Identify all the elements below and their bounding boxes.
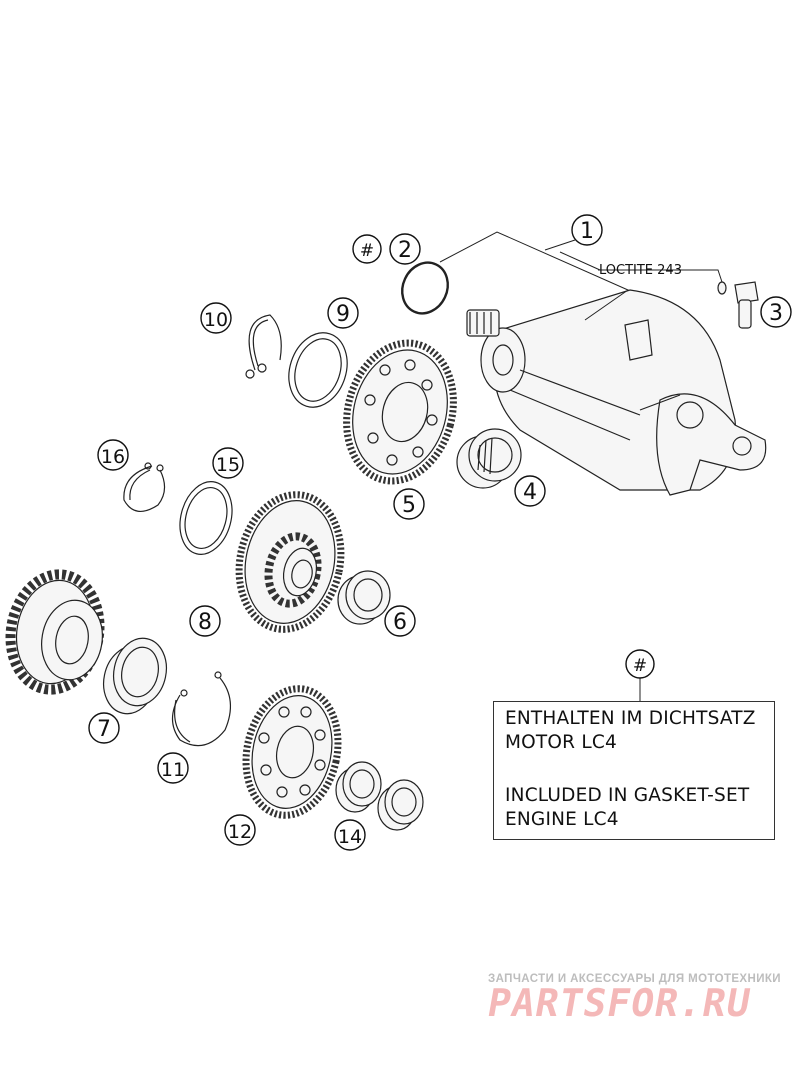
callout-hash-note: # [625,649,655,679]
svg-text:1: 1 [580,219,594,244]
callout-8: 8 [189,605,221,637]
callout-3: 3 [760,296,792,328]
circlip-10 [245,314,282,379]
callout-14: 14 [334,819,366,851]
circlip-11 [171,671,231,747]
callout-15: 15 [212,447,244,479]
callout-6: 6 [384,605,416,637]
callout-11: 11 [157,752,189,784]
svg-text:7: 7 [97,717,111,742]
callout-9: 9 [327,297,359,329]
needle-bearing-4 [456,428,522,489]
screw [717,281,759,329]
svg-text:16: 16 [101,446,125,468]
svg-text:4: 4 [523,480,537,505]
watermark-brand: PARTSFOR.RU [484,981,755,1025]
callout-10: 10 [200,302,232,334]
svg-text:3: 3 [769,301,783,326]
gear-12 [242,685,342,819]
callout-5: 5 [393,488,425,520]
note-line-4: ENGINE LC4 [505,809,619,830]
starter-motor [466,289,767,496]
needle-bearing-6 [337,570,391,625]
svg-text:5: 5 [402,493,416,518]
svg-text:15: 15 [216,454,240,476]
svg-text:6: 6 [393,610,407,635]
washer-9 [288,332,348,408]
callout-12: 12 [224,814,256,846]
circlip-16 [123,462,166,512]
svg-text:#: # [360,241,374,261]
watermark-caption: ЗАПЧАСТИ И АКСЕССУАРЫ ДЛЯ МОТОТЕХНИКИ [488,973,781,985]
svg-text:14: 14 [338,826,362,848]
callout-16: 16 [97,439,129,471]
washer-15 [179,481,233,555]
svg-text:9: 9 [336,302,350,327]
callout-7: 7 [88,712,120,744]
needle-bearings-14 [335,761,424,831]
gear-8 [235,491,345,633]
note-line-3: INCLUDED IN GASKET-SET [505,785,750,806]
gasket-set-note: ENTHALTEN IM DICHTSATZ MOTOR LC4 INCLUDE… [493,701,775,840]
bearing-ring-7 [103,637,167,715]
svg-text:10: 10 [204,309,228,331]
note-line-1: ENTHALTEN IM DICHTSATZ [505,708,756,729]
callout-2: 2 [389,233,421,265]
svg-text:8: 8 [198,610,212,635]
leader-lines-part-1 [439,231,723,321]
svg-text:2: 2 [398,238,412,263]
loctite-label: LOCTITE 243 [599,263,682,278]
callout-hash-top: # [352,234,382,264]
svg-text:12: 12 [228,821,252,843]
gear-5 [343,339,457,485]
o-ring [401,261,449,315]
callout-1: 1 [571,214,603,246]
note-line-2: MOTOR LC4 [505,732,617,753]
callout-4: 4 [514,475,546,507]
svg-text:11: 11 [161,759,185,781]
svg-text:#: # [633,656,647,676]
gear-7 [5,569,105,695]
